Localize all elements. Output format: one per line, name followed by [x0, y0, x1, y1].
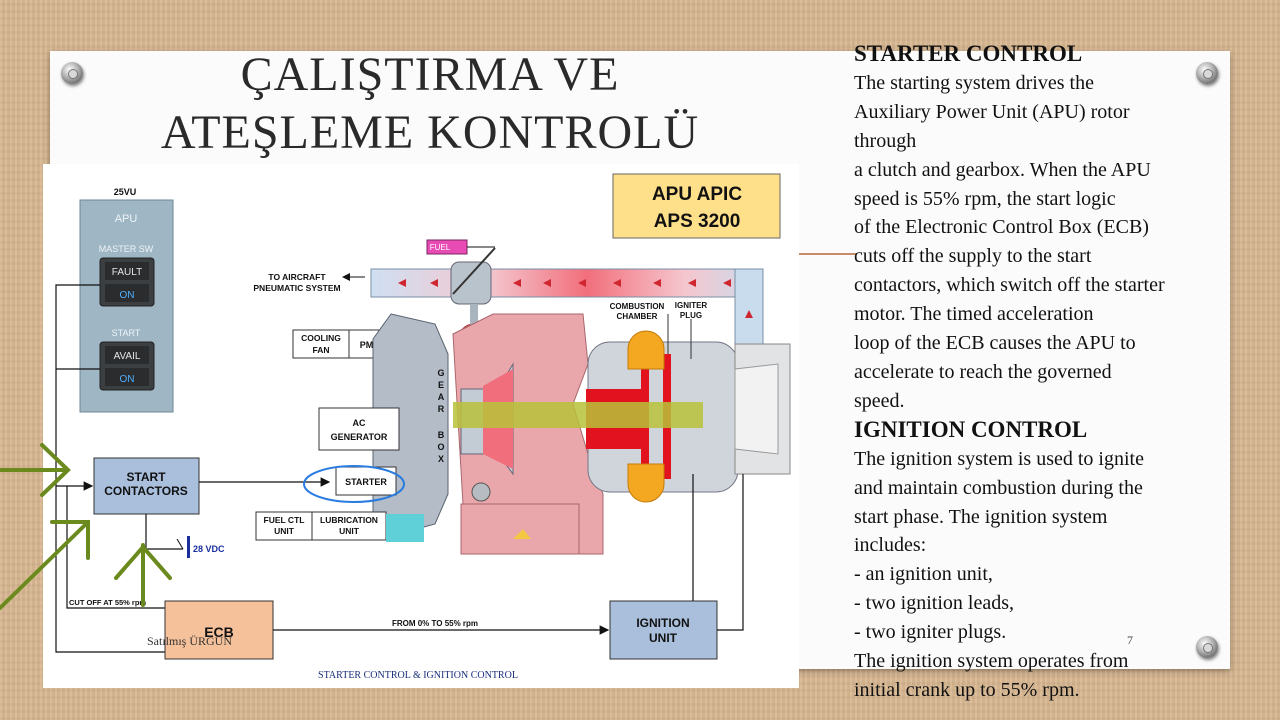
from-label: FROM 0% TO 55% rpm: [392, 619, 478, 628]
cutoff-label: CUT OFF AT 55% rpm: [69, 598, 146, 607]
svg-text:X: X: [438, 454, 444, 464]
start-contactors-box: [93, 457, 200, 515]
body-line: loop of the ECB causes the APU to: [854, 332, 1136, 355]
apic-line-2: APS 3200: [654, 211, 741, 232]
ac-gen-line-2: GENERATOR: [331, 432, 388, 442]
panel-label: 25VU: [114, 187, 137, 197]
pmg-label: PMG: [360, 340, 381, 350]
divider-line: [799, 253, 857, 255]
gearbox-letters: G E A R B O X: [437, 368, 444, 464]
ignition-line-2: UNIT: [649, 631, 678, 645]
annotation-arrows: [0, 443, 172, 610]
lubrication-line-2: UNIT: [339, 526, 360, 536]
apic-line-1: APU APIC: [652, 184, 742, 205]
rotor-shaft: [453, 402, 703, 428]
body-line: - two igniter plugs.: [854, 621, 1007, 644]
ac-gen-line-1: AC: [353, 418, 366, 428]
ac-generator-box: [318, 407, 400, 451]
apu-label: APU: [115, 213, 138, 225]
annotation-circle: [303, 465, 405, 503]
starter-label: STARTER: [345, 477, 387, 487]
vdc-label: 28 VDC: [193, 544, 225, 554]
apic-title-box: [612, 173, 781, 239]
oil-sump: [386, 514, 424, 542]
body-line: motor. The timed acceleration: [854, 303, 1094, 326]
body-line: a clutch and gearbox. When the APU: [854, 158, 1151, 181]
body-line: initial crank up to 55% rpm.: [854, 678, 1080, 701]
section-heading: STARTER CONTROL: [854, 41, 1083, 66]
cooling-fan-box: [292, 329, 350, 359]
ecb-label: ECB: [204, 624, 234, 640]
pushpin-icon: [1196, 62, 1218, 84]
body-line: and maintain combustion during the: [854, 476, 1143, 499]
body-line: - an ignition unit,: [854, 563, 993, 586]
body-line: - two ignition leads,: [854, 592, 1014, 615]
svg-text:A: A: [438, 392, 445, 402]
ignition-unit-box: [609, 600, 718, 660]
ignition-line-1: IGNITION: [636, 616, 689, 630]
igniter-line-1: IGNITER: [675, 301, 708, 310]
lubrication-line-1: LUBRICATION: [320, 515, 378, 525]
body-line: includes:: [854, 534, 927, 557]
svg-text:O: O: [437, 442, 444, 452]
cooling-line-2: FAN: [313, 345, 330, 355]
body-line: of the Electronic Control Box (ECB): [854, 216, 1149, 239]
start-sw-label: START: [112, 328, 141, 338]
body-line: cuts off the supply to the start: [854, 245, 1092, 268]
combustion-line-2: CHAMBER: [617, 312, 658, 321]
body-line: speed.: [854, 389, 905, 412]
body-line: through: [854, 129, 917, 152]
title-line-2: ATEŞLEME KONTROLÜ: [160, 106, 700, 159]
avail-light: AVAIL: [114, 351, 141, 362]
fault-light: FAULT: [112, 267, 142, 278]
page-number: 7: [1127, 633, 1133, 647]
flow-arrows: [398, 279, 753, 318]
fault-on-light: ON: [120, 290, 135, 301]
fuel-ctl-line-1: FUEL CTL: [264, 515, 305, 525]
aircraft-line-1: TO AIRCRAFT: [268, 272, 326, 282]
fuel-label: FUEL: [430, 243, 451, 252]
pushpin-icon: [1196, 636, 1218, 658]
author-name: Satılmış ÜRGÜN: [147, 634, 233, 648]
body-line: start phase. The ignition system: [854, 505, 1108, 528]
svg-text:R: R: [438, 404, 445, 414]
slide-title: ÇALIŞTIRMA VE ATEŞLEME KONTROLÜ: [90, 46, 770, 162]
body-line: The starting system drives the: [854, 71, 1094, 94]
wire: [66, 486, 165, 609]
diagram-caption: STARTER CONTROL & IGNITION CONTROL: [318, 670, 518, 681]
body-line: contactors, which switch off the starter: [854, 274, 1165, 297]
svg-text:E: E: [438, 380, 444, 390]
aircraft-line-2: PNEUMATIC SYSTEM: [253, 283, 340, 293]
combustion-line-1: COMBUSTION: [610, 302, 665, 311]
cooling-line-1: COOLING: [301, 333, 341, 343]
body-line: speed is 55% rpm, the start logic: [854, 187, 1116, 210]
body-line: The ignition system is used to ignite: [854, 447, 1144, 470]
body-line: Auxiliary Power Unit (APU) rotor: [854, 100, 1130, 123]
body-line: The ignition system operates from: [854, 650, 1129, 673]
apu-diagram: 25VU APU MASTER SW FAULT ON START AVAIL …: [43, 164, 799, 688]
igniter-line-2: PLUG: [680, 311, 702, 320]
title-line-1: ÇALIŞTIRMA VE: [240, 48, 620, 101]
svg-text:B: B: [438, 430, 445, 440]
contactors-line-1: START: [126, 470, 166, 484]
master-sw-label: MASTER SW: [99, 244, 154, 254]
body-text: STARTER CONTROL The starting system drive…: [854, 40, 1244, 705]
bleed-duct: [370, 268, 764, 298]
ecb-box: [164, 600, 274, 660]
diagram-svg: 25VU APU MASTER SW FAULT ON START AVAIL …: [55, 173, 791, 681]
section-heading: IGNITION CONTROL: [854, 416, 1088, 442]
pushpin-icon: [61, 62, 83, 84]
contactors-line-2: CONTACTORS: [104, 484, 188, 498]
svg-text:G: G: [437, 368, 444, 378]
avail-on-light: ON: [120, 374, 135, 385]
fuel-ctl-line-2: UNIT: [274, 526, 295, 536]
body-line: accelerate to reach the governed: [854, 360, 1112, 383]
